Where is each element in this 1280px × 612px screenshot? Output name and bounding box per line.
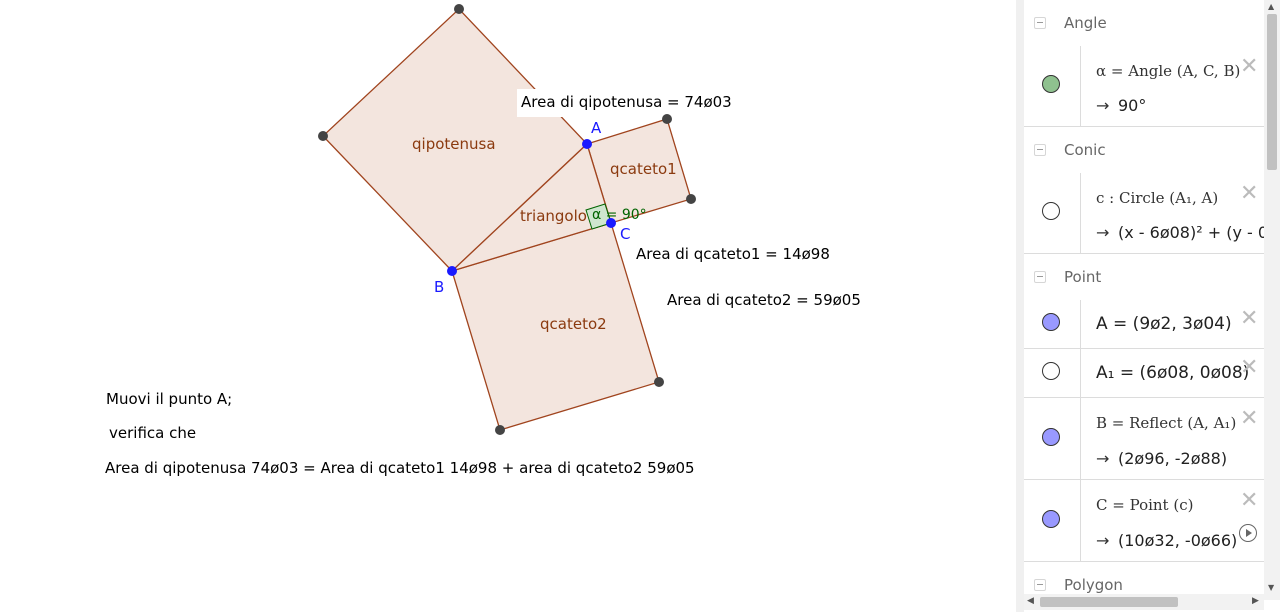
category-label: Polygon bbox=[1064, 576, 1123, 594]
category-label: Angle bbox=[1064, 14, 1107, 32]
scroll-up-icon[interactable]: ▲ bbox=[1268, 2, 1275, 11]
collapse-icon[interactable] bbox=[1034, 144, 1046, 156]
category-conic[interactable]: Conic bbox=[1024, 127, 1264, 174]
marble-icon[interactable] bbox=[1042, 362, 1060, 380]
label-qipotenusa: qipotenusa bbox=[412, 135, 496, 153]
arrow-icon: → bbox=[1096, 449, 1110, 468]
value-text[interactable]: 90° bbox=[1118, 96, 1147, 115]
point-B[interactable] bbox=[447, 266, 457, 276]
category-label: Point bbox=[1064, 268, 1102, 286]
scroll-down-icon[interactable]: ▼ bbox=[1268, 583, 1275, 592]
point-A[interactable] bbox=[582, 139, 592, 149]
algebra-item-A1[interactable]: A₁ = (6ø08, 0ø08) ✕ bbox=[1024, 349, 1264, 398]
marble-column bbox=[1024, 173, 1081, 253]
graphics-canvas[interactable]: qipotenusa qcateto1 triangolo qcateto2 α… bbox=[0, 0, 1016, 612]
algebra-item-alpha[interactable]: α = Angle (A, C, B) → 90° ✕ bbox=[1024, 46, 1264, 127]
label-point-A: A bbox=[591, 119, 602, 137]
point-C[interactable] bbox=[606, 218, 616, 228]
delete-icon[interactable]: ✕ bbox=[1240, 406, 1259, 431]
delete-icon[interactable]: ✕ bbox=[1240, 488, 1259, 513]
arrow-icon: → bbox=[1096, 223, 1110, 242]
category-angle[interactable]: Angle bbox=[1024, 0, 1264, 47]
marble-column bbox=[1024, 480, 1081, 561]
text-area-cateto2[interactable]: Area di qcateto2 = 59ø05 bbox=[667, 291, 861, 309]
category-label: Conic bbox=[1064, 141, 1106, 159]
definition-text[interactable]: A = (9ø2, 3ø04) bbox=[1096, 314, 1232, 334]
label-triangolo: triangolo bbox=[520, 207, 587, 225]
scrollbar-thumb[interactable] bbox=[1267, 14, 1277, 170]
algebra-item-C[interactable]: C = Point (c) → (10ø32, -0ø66) ✕ bbox=[1024, 480, 1264, 562]
view-divider[interactable] bbox=[1016, 0, 1024, 612]
delete-icon[interactable]: ✕ bbox=[1240, 306, 1259, 331]
marble-column bbox=[1024, 349, 1081, 397]
marble-icon[interactable] bbox=[1042, 313, 1060, 331]
label-qcateto2: qcateto2 bbox=[540, 315, 607, 333]
arrow-icon: → bbox=[1096, 96, 1110, 115]
text-instruction-move[interactable]: Muovi il punto A; bbox=[106, 390, 232, 408]
scroll-right-icon[interactable]: ▶ bbox=[1252, 596, 1259, 606]
text-equation[interactable]: Area di qipotenusa 74ø03 = Area di qcate… bbox=[105, 459, 695, 477]
algebra-view[interactable]: Angle α = Angle (A, C, B) → 90° ✕ Conic c… bbox=[1024, 0, 1280, 612]
polygon-triangolo[interactable] bbox=[451, 142, 612, 272]
marble-icon[interactable] bbox=[1042, 75, 1060, 93]
marble-icon[interactable] bbox=[1042, 510, 1060, 528]
label-alpha: α = 90° bbox=[592, 207, 647, 223]
graphics-view[interactable]: qipotenusa qcateto1 triangolo qcateto2 α… bbox=[0, 0, 1016, 612]
vertex-point[interactable] bbox=[454, 4, 464, 14]
angle-marker[interactable] bbox=[585, 203, 612, 230]
marble-column bbox=[1024, 46, 1081, 126]
vertex-point[interactable] bbox=[318, 131, 328, 141]
vertex-point[interactable] bbox=[654, 377, 664, 387]
category-point[interactable]: Point bbox=[1024, 254, 1264, 301]
delete-icon[interactable]: ✕ bbox=[1240, 181, 1259, 206]
definition-text[interactable]: B = Reflect (A, A₁) bbox=[1096, 414, 1237, 432]
collapse-icon[interactable] bbox=[1034, 17, 1046, 29]
horizontal-scrollbar[interactable]: ◀ ▶ bbox=[1024, 594, 1264, 610]
definition-text[interactable]: c : Circle (A₁, A) bbox=[1096, 189, 1219, 207]
value-text[interactable]: (2ø96, -2ø88) bbox=[1118, 449, 1228, 468]
marble-column bbox=[1024, 398, 1081, 479]
arrow-icon: → bbox=[1096, 531, 1110, 550]
label-point-C: C bbox=[620, 225, 630, 243]
definition-text[interactable]: C = Point (c) bbox=[1096, 496, 1194, 514]
algebra-item-circle[interactable]: c : Circle (A₁, A) → (x - 6ø08)² + (y - 0… bbox=[1024, 173, 1268, 254]
label-point-B: B bbox=[434, 278, 444, 296]
value-text[interactable]: (x - 6ø08)² + (y - 0 bbox=[1118, 223, 1269, 242]
algebra-item-A[interactable]: A = (9ø2, 3ø04) ✕ bbox=[1024, 300, 1264, 349]
label-qcateto1: qcateto1 bbox=[610, 160, 677, 178]
marble-icon[interactable] bbox=[1042, 428, 1060, 446]
collapse-icon[interactable] bbox=[1034, 271, 1046, 283]
text-instruction-verify[interactable]: verifica che bbox=[109, 424, 196, 442]
vertex-point[interactable] bbox=[686, 194, 696, 204]
vertex-point[interactable] bbox=[662, 114, 672, 124]
area-ipotenusa-bg bbox=[517, 89, 720, 117]
text-area-cateto1[interactable]: Area di qcateto1 = 14ø98 bbox=[636, 245, 830, 263]
collapse-icon[interactable] bbox=[1034, 579, 1046, 591]
value-text[interactable]: (10ø32, -0ø66) bbox=[1118, 531, 1238, 550]
text-area-ipotenusa[interactable]: Area di qipotenusa = 74ø03 bbox=[521, 93, 732, 111]
vertex-point[interactable] bbox=[495, 425, 505, 435]
vertical-scrollbar[interactable]: ▲ ▼ bbox=[1264, 0, 1280, 600]
marble-icon[interactable] bbox=[1042, 202, 1060, 220]
delete-icon[interactable]: ✕ bbox=[1240, 54, 1259, 79]
scroll-left-icon[interactable]: ◀ bbox=[1027, 596, 1034, 606]
definition-text[interactable]: A₁ = (6ø08, 0ø08) bbox=[1096, 363, 1250, 383]
play-animation-icon[interactable] bbox=[1239, 524, 1257, 542]
definition-text[interactable]: α = Angle (A, C, B) bbox=[1096, 62, 1241, 80]
marble-column bbox=[1024, 300, 1081, 348]
delete-icon[interactable]: ✕ bbox=[1240, 355, 1259, 380]
scrollbar-thumb[interactable] bbox=[1040, 597, 1178, 607]
algebra-item-B[interactable]: B = Reflect (A, A₁) → (2ø96, -2ø88) ✕ bbox=[1024, 398, 1264, 480]
